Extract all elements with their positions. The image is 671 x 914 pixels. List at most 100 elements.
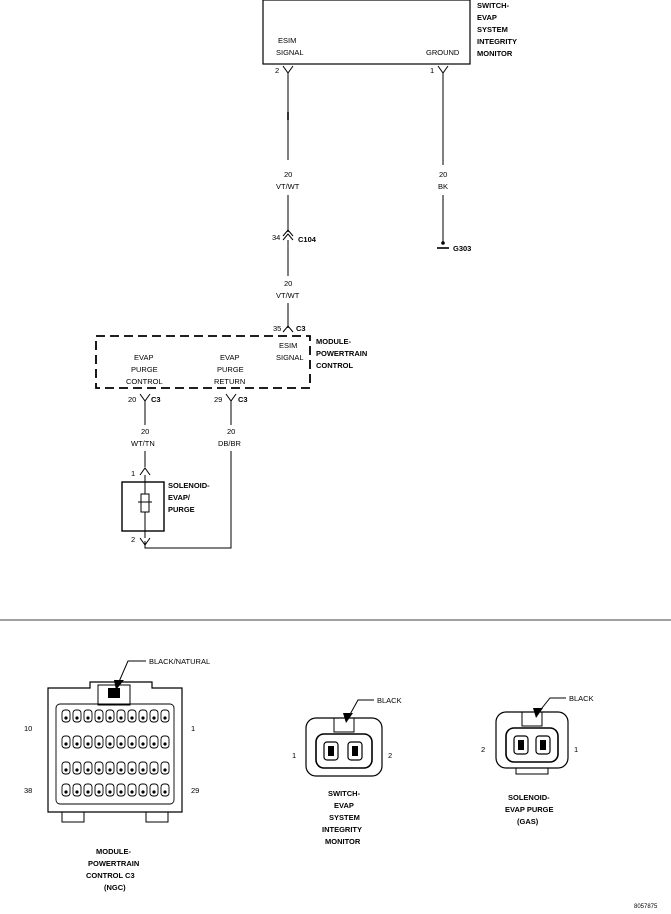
pcm-c3-pin-contact	[141, 742, 145, 746]
figure-id: 8057875	[634, 904, 658, 910]
pcm-c3-pin-cavity	[61, 761, 71, 775]
pcm-c3-pin-38: 38	[24, 786, 32, 795]
solenoid-connector-view	[495, 711, 569, 775]
pcm-c3-pin-cavity	[160, 735, 170, 749]
pcm-c3-pin-contact	[163, 742, 167, 746]
solenoid-box	[121, 481, 165, 532]
esim-label-2: SIGNAL	[276, 48, 304, 57]
pcm-c3-foot-right	[145, 811, 169, 823]
pcm-c3-pin-contact	[130, 742, 134, 746]
solenoid-title-3: PURGE	[168, 505, 195, 514]
sol-conn-latch	[521, 711, 543, 727]
switch-conn-latch	[333, 717, 355, 733]
pcm-box	[95, 335, 311, 389]
switch-pin-2: 2	[275, 66, 279, 75]
pcm-c3-pin-grid	[61, 709, 170, 797]
purge-control-label-1: EVAP	[134, 353, 153, 362]
pcm-c3-pin-cavity	[61, 783, 71, 797]
pcm-c3-arrow-icon	[114, 680, 124, 690]
solenoid-pin-1-terminal	[139, 467, 151, 476]
switch-conn-pin-right-core	[352, 746, 358, 756]
pcm-c3-pin-contact	[108, 742, 112, 746]
wire-5-color: DB/BR	[218, 439, 242, 448]
pcm-c3-pin-cavity	[160, 761, 170, 775]
pcm-c3-pin-contact	[86, 790, 90, 794]
pcm-esim-label-2: SIGNAL	[276, 353, 304, 362]
pcm-c3-pin-contact	[108, 768, 112, 772]
purge-return-label-2: PURGE	[217, 365, 244, 374]
pcm-c3-pin-contact	[64, 790, 68, 794]
pcm-c3-pin-cavity	[72, 735, 82, 749]
pcm-c3-pin-cavity	[72, 709, 82, 723]
pcm-c3-pin-cavity	[105, 761, 115, 775]
pcm-c3-pin-cavity	[160, 783, 170, 797]
pcm-c3-pin-contact	[75, 742, 79, 746]
ground-name: G303	[453, 244, 471, 253]
wire-2-gauge: 20	[439, 170, 447, 179]
pcm-c3-pin-contact	[64, 742, 68, 746]
pcm-c3-pin-cavity	[94, 761, 104, 775]
sol-conn-arrow-icon	[533, 708, 543, 718]
pcm-pin-20-conn: C3	[151, 395, 161, 404]
pcm-c3-pin-contact	[108, 716, 112, 720]
pcm-c3-pin-cavity	[116, 761, 126, 775]
sol-conn-caption-1: SOLENOID-	[508, 793, 550, 802]
pcm-c3-connector-view	[47, 681, 183, 823]
sol-conn-color-label: BLACK	[569, 694, 594, 703]
switch-pin-1: 1	[430, 66, 434, 75]
pcm-c3-foot-left	[61, 811, 85, 823]
pcm-c3-pin-cavity	[149, 761, 159, 775]
c104-name: C104	[298, 235, 317, 244]
solenoid-pin-2-terminal	[139, 537, 151, 546]
pcm-c3-pin-contact	[64, 768, 68, 772]
pcm-c3-pin-contact	[119, 716, 123, 720]
sol-conn-inner	[505, 727, 559, 763]
pcm-c3-pin-contact	[141, 768, 145, 772]
switch-conn-caption-1: SWITCH-	[328, 789, 361, 798]
switch-conn-caption-3: SYSTEM	[329, 813, 360, 822]
pcm-c3-pin-cavity	[127, 735, 137, 749]
pcm-c3-pin-contact	[75, 790, 79, 794]
evap-switch-title-3: SYSTEM	[477, 25, 508, 34]
evap-switch-connector-view	[305, 717, 383, 777]
pcm-c3-pin-contact	[86, 716, 90, 720]
switch-pin-2-terminal	[282, 65, 294, 74]
pcm-c3-pin-cavity	[105, 735, 115, 749]
pcm-c3-pin-cavity	[94, 783, 104, 797]
pcm-c3-pin-contact	[152, 742, 156, 746]
sol-conn-caption-3: (GAS)	[517, 817, 539, 826]
evap-switch-title-5: MONITOR	[477, 49, 513, 58]
switch-conn-caption-2: EVAP	[334, 801, 354, 810]
switch-conn-pin-1: 1	[292, 751, 296, 760]
pcm-c3-pin-cavity	[116, 735, 126, 749]
wire-1-gauge: 20	[284, 170, 292, 179]
pcm-esim-conn: C3	[296, 324, 306, 333]
pcm-c3-pin-10: 10	[24, 724, 32, 733]
pcm-c3-pin-contact	[75, 768, 79, 772]
pcm-c3-pin-cavity	[160, 709, 170, 723]
solenoid-coil	[140, 493, 150, 513]
pcm-c3-pin-cavity	[83, 709, 93, 723]
pcm-c3-pin-cavity	[72, 783, 82, 797]
evap-switch-title-1: SWITCH-	[477, 1, 510, 10]
sol-conn-color-leader	[537, 697, 566, 714]
switch-conn-color-leader	[347, 699, 374, 719]
pcm-c3-pin-cavity	[138, 735, 148, 749]
switch-conn-pin-2: 2	[388, 751, 392, 760]
wire-2-color: BK	[438, 182, 448, 191]
pcm-c3-pin-contact	[152, 790, 156, 794]
sol-conn-caption-2: EVAP PURGE	[505, 805, 554, 814]
switch-conn-caption-4: INTEGRITY	[322, 825, 362, 834]
pcm-c3-pin-contact	[64, 716, 68, 720]
purge-return-label-1: EVAP	[220, 353, 239, 362]
pcm-c3-shell	[47, 681, 183, 813]
switch-conn-color-label: BLACK	[377, 696, 402, 705]
pcm-c3-pin-cavity	[94, 709, 104, 723]
wire-1-color: VT/WT	[276, 182, 300, 191]
pcm-c3-pin-29: 29	[191, 786, 199, 795]
pcm-pin-20-terminal	[139, 393, 151, 402]
pcm-c3-pin-contact	[97, 742, 101, 746]
pcm-c3-pin-contact	[163, 768, 167, 772]
pcm-esim-pin: 35	[273, 324, 281, 333]
